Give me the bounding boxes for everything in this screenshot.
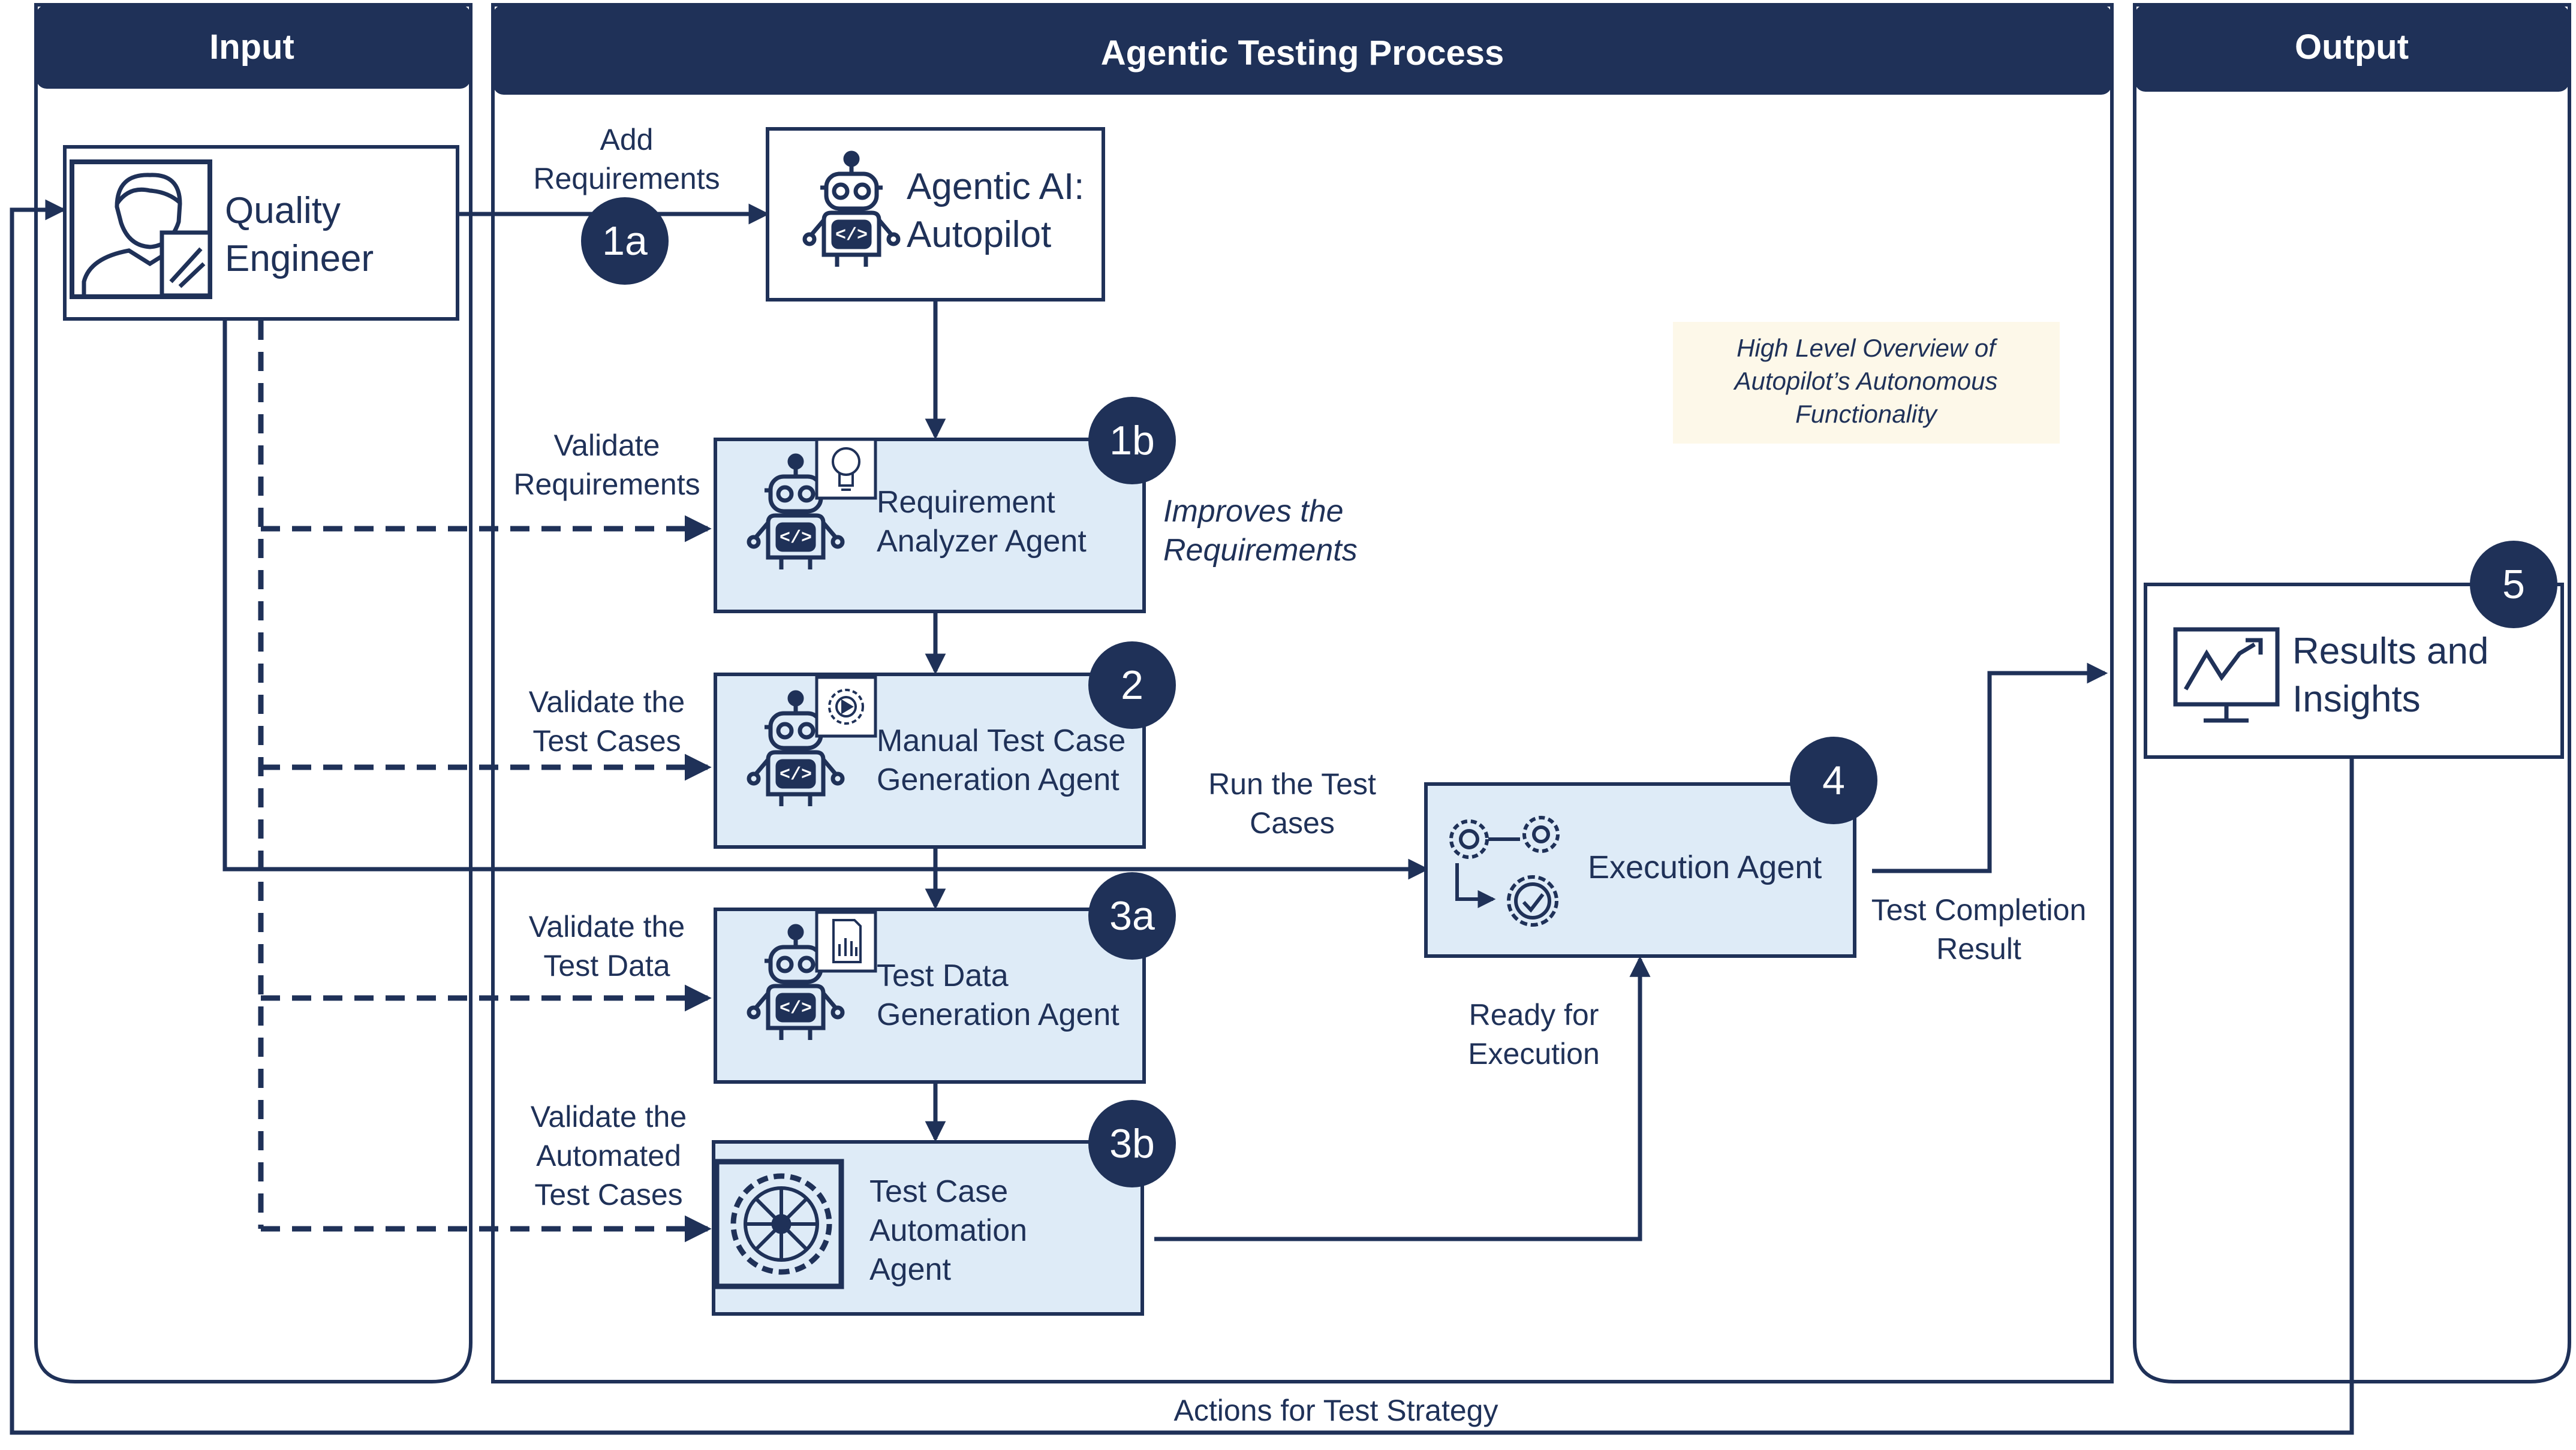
lane-input-title: Input [209,28,294,67]
connectors [10,199,2354,1435]
label-ready-1: Ready for [1469,998,1599,1032]
label-validate-auto-2: Automated [536,1139,681,1172]
automation-label-line1: Test Case [869,1174,1008,1209]
note-line3: Functionality [1795,400,1939,428]
qe-label-line1: Quality [225,190,341,231]
arrow-run-tests [222,321,1430,880]
gears-check-icon [1449,816,1560,927]
gear-play-icon [828,689,864,725]
node-autopilot: </> Agentic AI: Autopilot [766,127,1105,302]
svg-text:1a: 1a [602,218,648,264]
label-completion-2: Result [1936,932,2021,966]
lane-process-title: Agentic Testing Process [1101,34,1504,73]
badge-3b: 3b [1088,1100,1176,1187]
validation-lines [258,321,712,1243]
lightbulb-icon [832,447,860,491]
svg-text:3b: 3b [1109,1121,1155,1166]
report-icon [832,919,862,963]
svg-text:</>: </> [780,999,812,1019]
label-improves-2: Requirements [1163,533,1358,568]
label-validate-td-1: Validate the [529,910,685,943]
label-improves-1: Improves the [1163,494,1344,529]
label-ready-2: Execution [1468,1037,1600,1071]
node-requirement-analyzer: </> Requirement Analyzer Agent [714,438,1146,613]
note-line1: High Level Overview of [1737,334,1998,362]
label-validate-td-2: Test Data [543,949,670,982]
label-add-requirements-1: Add [600,123,654,156]
robot-icon: </> [747,453,845,569]
badge-5: 5 [2470,541,2557,628]
lane-output-title: Output [2295,28,2409,67]
label-validate-req-1: Validate [554,429,660,462]
svg-text:</>: </> [780,765,812,785]
label-validate-auto-1: Validate the [531,1100,687,1134]
engineer-icon [70,159,212,299]
arrow-completion [1872,662,2108,873]
badge-1a: 1a [581,197,669,285]
step-badges: 1a 1b 2 3a 3b 4 5 [581,197,2557,1187]
arrow-ready-execution [1154,955,1651,1241]
badge-4: 4 [1790,737,1877,824]
analyzer-label-line2: Analyzer Agent [877,524,1087,559]
node-test-data: </> Test Data Generation Agent [714,908,1146,1084]
svg-text:4: 4 [1822,758,1845,803]
label-add-requirements-2: Requirements [533,162,720,195]
manual-label-line1: Manual Test Case [877,724,1126,758]
label-completion-1: Test Completion [1871,893,2087,927]
badge-3a: 3a [1088,872,1176,960]
overview-note: High Level Overview of Autopilot’s Auton… [1673,322,2060,444]
edge-labels: Add Requirements Validate Requirements V… [513,123,2086,1427]
execution-label: Execution Agent [1588,849,1822,885]
svg-text:</>: </> [780,528,812,548]
testdata-label-line2: Generation Agent [877,997,1120,1032]
svg-text:1b: 1b [1109,418,1155,463]
svg-text:</>: </> [835,225,868,246]
results-label-line2: Insights [2292,679,2421,720]
node-quality-engineer: Quality Engineer [63,145,459,321]
testdata-label-line1: Test Data [877,958,1009,993]
label-validate-auto-3: Test Cases [534,1178,682,1211]
label-validate-tc-2: Test Cases [532,724,681,758]
node-automation: Test Case Automation Agent [712,1140,1144,1316]
robot-icon: </> [747,924,845,1040]
automation-label-line2: Automation [869,1213,1027,1248]
qe-label-line2: Engineer [225,238,374,279]
svg-text:3a: 3a [1109,893,1155,939]
label-run-tests-1: Run the Test [1208,767,1376,801]
lane-output-header [2135,5,2569,92]
results-label-line1: Results and [2292,631,2488,672]
label-run-tests-2: Cases [1250,806,1335,840]
automation-label-line3: Agent [869,1252,951,1287]
analyzer-label-line1: Requirement [877,485,1055,520]
wheel-gear-icon [714,1159,844,1289]
badge-1b: 1b [1088,397,1176,484]
note-line2: Autopilot’s Autonomous [1733,367,1998,395]
lane-input-header [36,5,471,89]
badge-2: 2 [1088,641,1176,729]
svg-text:5: 5 [2502,562,2525,607]
svg-text:2: 2 [1121,662,1143,708]
label-validate-req-2: Requirements [513,468,700,501]
autopilot-label-line2: Autopilot [907,214,1051,255]
label-validate-tc-1: Validate the [529,685,685,719]
arrow-actions-feedback [10,199,2354,1435]
robot-icon: </> [802,150,901,267]
label-actions: Actions for Test Strategy [1174,1394,1498,1427]
autopilot-label-line1: Agentic AI: [907,166,1084,207]
node-manual-test-case: </> Manual Test Case Generation Agent [714,673,1146,849]
node-execution: Execution Agent [1424,782,1856,958]
lane-input: Input [34,3,473,1383]
manual-label-line2: Generation Agent [877,762,1120,797]
monitor-chart-icon [2173,627,2280,723]
lane-process-header [493,5,2112,95]
